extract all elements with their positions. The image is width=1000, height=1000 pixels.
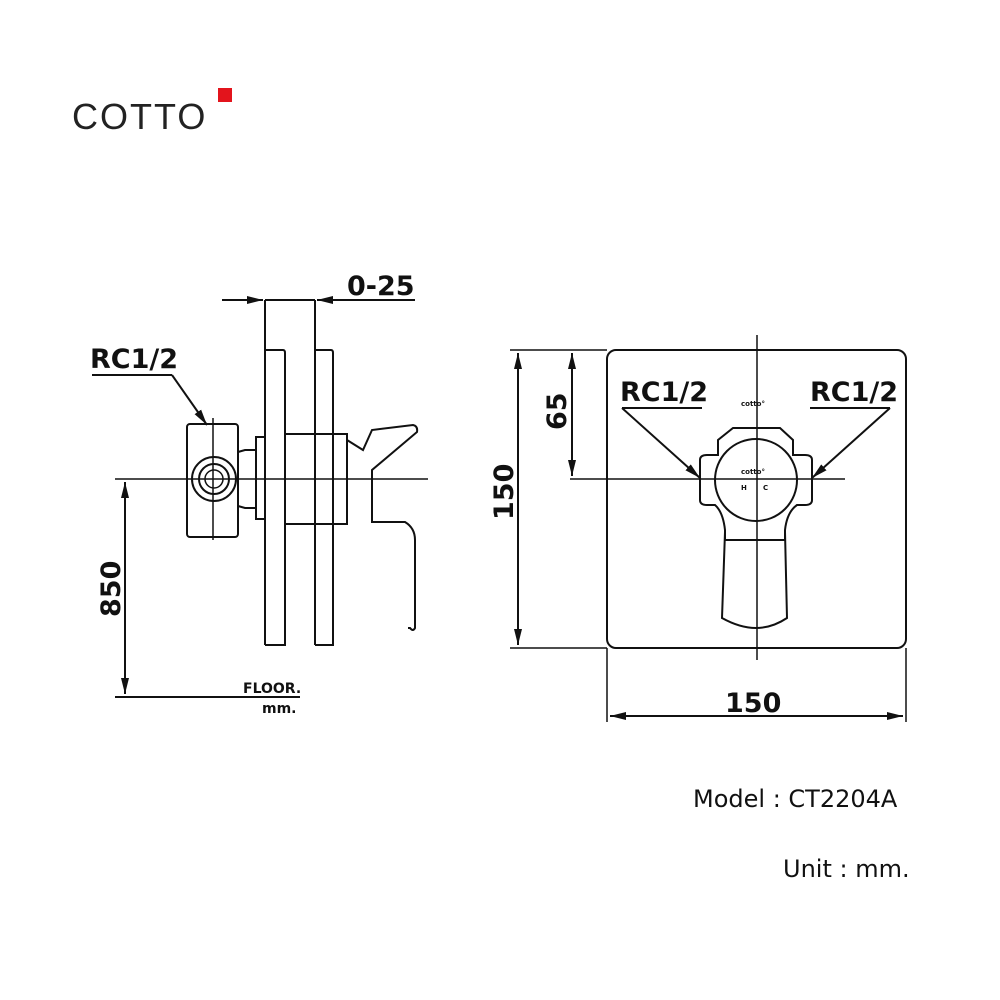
inlet-label: RC1/2 xyxy=(90,344,178,375)
front-width-label: 150 xyxy=(725,688,781,719)
cold-mark: C xyxy=(763,484,768,492)
front-height-label: 150 xyxy=(489,464,520,520)
brand-mark: cotto° xyxy=(741,400,765,408)
offset-label: 65 xyxy=(542,392,573,430)
inlet-leader xyxy=(171,374,208,426)
brand-logo-square xyxy=(218,88,232,102)
model-number: Model : CT2204A xyxy=(693,785,898,813)
brand-logo: COTTO xyxy=(72,96,208,137)
unit-mm-label: mm. xyxy=(262,701,297,717)
unit-note: Unit : mm. xyxy=(783,855,910,883)
valve-handle-hub xyxy=(699,427,813,541)
cover-plate xyxy=(265,349,286,646)
wall-range-label: 0-25 xyxy=(347,271,415,302)
height-label: 850 xyxy=(96,561,127,617)
hot-mark: H xyxy=(741,484,747,492)
inlet-right-label: RC1/2 xyxy=(810,377,898,408)
valve-lever xyxy=(720,531,789,630)
inlet-left-leader xyxy=(621,407,701,479)
lever-handle xyxy=(346,423,419,631)
inlet-left-label: RC1/2 xyxy=(620,377,708,408)
inlet-right-leader xyxy=(811,407,891,479)
side-view: 0-25 RC1/2 850 FLOOR. mm. xyxy=(90,271,428,717)
front-view: 150 65 150 cotto° cotto° H C RC1/2 RC1/2 xyxy=(489,335,907,722)
floor-label: FLOOR. xyxy=(243,681,301,697)
cover-plate-outer xyxy=(315,349,334,646)
brand-mark: cotto° xyxy=(741,468,765,476)
